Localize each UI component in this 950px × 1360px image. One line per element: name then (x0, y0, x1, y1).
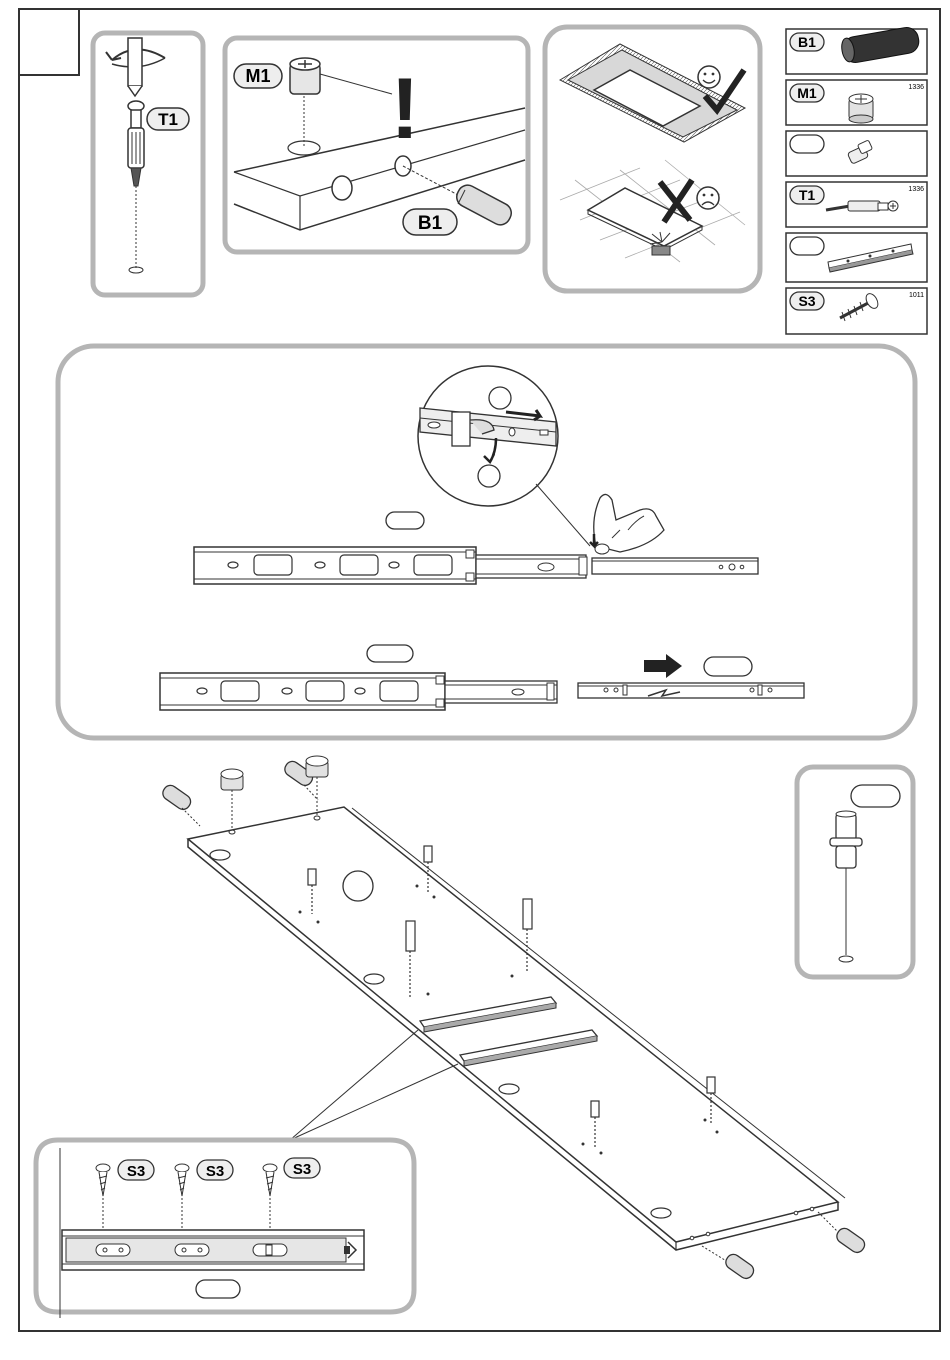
screwdriver-panel: T1 (93, 33, 203, 295)
top-b1-dowel-left (160, 783, 200, 826)
inner-member-badge (704, 657, 752, 676)
frown-cross-icon (660, 180, 719, 222)
bottom-b1-dowel-right (818, 1212, 867, 1255)
parts-row-m1: M1 1336 (786, 80, 927, 125)
side-panel-board (188, 807, 838, 1242)
m1-label: M1 (245, 66, 270, 86)
slide-screw-detail-panel: S3 S3 S3 (36, 1140, 414, 1318)
s3-label-2: S3 (206, 1163, 224, 1180)
warning-exclamation: ! (391, 61, 420, 157)
b1-label-badge: B1 (403, 209, 457, 235)
s3-label-1-badge: S3 (118, 1160, 154, 1180)
work-surface-panel (545, 27, 760, 291)
dowel-icon (453, 182, 515, 229)
shelf-peg-large-icon (830, 811, 862, 962)
t1-label-badge: T1 (147, 108, 189, 130)
parts-code-m1: M1 (797, 85, 817, 101)
finger-press-icon (590, 494, 664, 554)
slide-separation-panel (58, 346, 915, 738)
s3-label-2-badge: S3 (197, 1160, 233, 1180)
parts-number-s3: 1011 (909, 292, 924, 299)
t1-label: T1 (158, 110, 178, 129)
s3-label-1: S3 (127, 1163, 145, 1180)
s3-label-3: S3 (293, 1161, 311, 1178)
step-number-box (19, 9, 79, 75)
s3-label-3-badge: S3 (284, 1158, 320, 1178)
parts-row-t1: T1 1336 (786, 182, 927, 227)
top-m1-cam-left (221, 769, 243, 834)
arrow-right-icon (644, 654, 682, 678)
step-reference-circle (343, 871, 373, 901)
m1-label-badge: M1 (234, 64, 282, 88)
inner-member-drawing (578, 683, 804, 698)
parts-code-b1: B1 (798, 34, 816, 50)
parts-list: B1 M1 1336 (786, 26, 927, 334)
bottom-slide-badge (367, 645, 413, 662)
top-slide-badge (386, 512, 424, 529)
parts-code-s3: S3 (798, 293, 815, 309)
cam-hole-icon (332, 176, 352, 200)
parts-code-t1: T1 (799, 187, 816, 203)
parts-row-slide (786, 233, 927, 282)
bottom-b1-dowel-left (702, 1246, 756, 1281)
parts-number-m1: 1336 (908, 84, 924, 91)
slide-rail-closeup (62, 1230, 364, 1270)
cam-lock-icon (290, 58, 392, 94)
side-panel-assembly (160, 756, 867, 1281)
m1-cam-lock-icon (849, 94, 873, 123)
t1-connector-bolt-icon (128, 101, 144, 273)
parts-row-s3: S3 1011 (786, 288, 927, 334)
parts-row-peg (786, 131, 927, 176)
shelf-peg-badge (851, 785, 900, 807)
screwdriver-rotate-icon (106, 38, 165, 96)
parts-number-t1: 1336 (908, 186, 924, 193)
cam-lock-panel: M1 ! B1 (225, 38, 528, 252)
b1-label: B1 (418, 213, 443, 234)
parts-row-b1: B1 (786, 26, 927, 74)
shelf-peg-panel (797, 767, 913, 977)
slide-closeup-badge (196, 1280, 240, 1298)
